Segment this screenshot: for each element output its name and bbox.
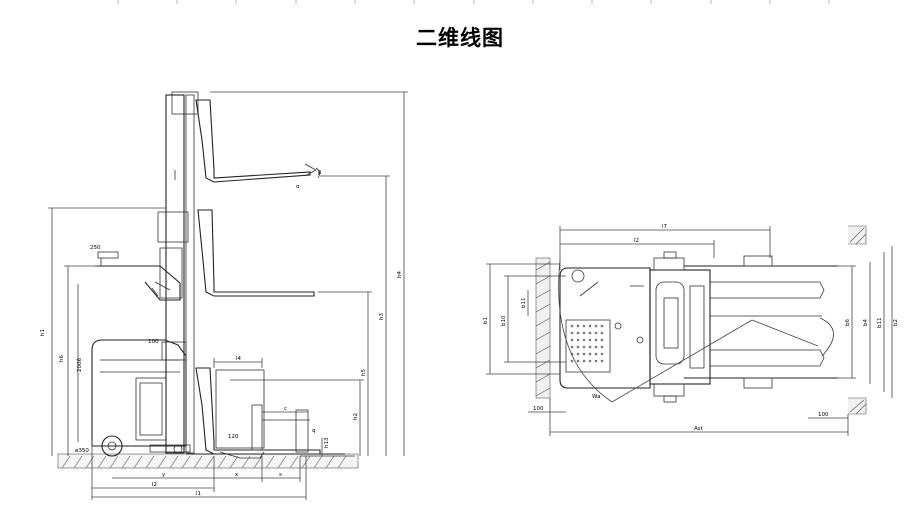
aisle-walls [535, 225, 867, 415]
label-100-right: 100 [818, 412, 829, 418]
ground-line [57, 453, 359, 469]
label-l4: l4 [236, 356, 242, 362]
reach-leg [186, 453, 355, 457]
label-h13: h13 [324, 437, 330, 448]
chassis-top [559, 267, 651, 389]
label-beta: β [318, 170, 322, 176]
label-350: ø350 [75, 448, 89, 454]
label-b4: b4 [863, 319, 869, 326]
label-q: q [312, 428, 316, 434]
label-l7: l7 [662, 224, 668, 230]
label-100-side: 100 [148, 339, 159, 345]
upper-fork [195, 99, 320, 183]
label-h3: h3 [379, 313, 385, 320]
middle-fork [197, 209, 315, 297]
label-s: s [279, 472, 282, 478]
turning-radius [558, 259, 819, 403]
label-alpha: α [296, 184, 300, 190]
label-2006: 2006 [77, 358, 83, 372]
label-b11-left: b11 [521, 298, 527, 309]
label-ast: Ast [694, 426, 704, 432]
label-250: 250 [90, 245, 101, 251]
label-b6: b6 [845, 319, 851, 326]
label-h6: h6 [59, 355, 65, 362]
steer-wheel-top [571, 269, 585, 283]
label-h5: h5 [361, 369, 367, 376]
label-b2: b2 [893, 319, 899, 326]
page-title: 二维线图 [416, 25, 504, 50]
label-x: x [235, 472, 239, 478]
label-l1: l1 [196, 491, 201, 497]
label-100-left: 100 [533, 406, 544, 412]
mast [157, 91, 199, 454]
label-l2-top: l2 [634, 238, 639, 244]
label-120: 120 [228, 434, 239, 440]
label-h2: h2 [353, 413, 359, 420]
side-dimensions [48, 91, 408, 500]
overhead-guard [95, 251, 181, 301]
drive-wheel [101, 435, 123, 457]
label-b1: b1 [483, 317, 489, 324]
label-l2-side: l2 [152, 482, 157, 488]
label-y: y [162, 472, 166, 478]
lower-fork [195, 367, 321, 459]
top-dimensions [486, 226, 893, 436]
mast-top [649, 251, 711, 403]
label-c: c [284, 406, 287, 412]
label-h4: h4 [397, 271, 403, 278]
forks-top [684, 255, 838, 389]
label-wa: Wa [592, 394, 600, 400]
label-b11: b11 [877, 318, 883, 329]
label-b10: b10 [501, 315, 507, 326]
top-edge-marks [0, 0, 920, 6]
label-h1: h1 [40, 329, 46, 336]
battery-grid [565, 319, 611, 373]
